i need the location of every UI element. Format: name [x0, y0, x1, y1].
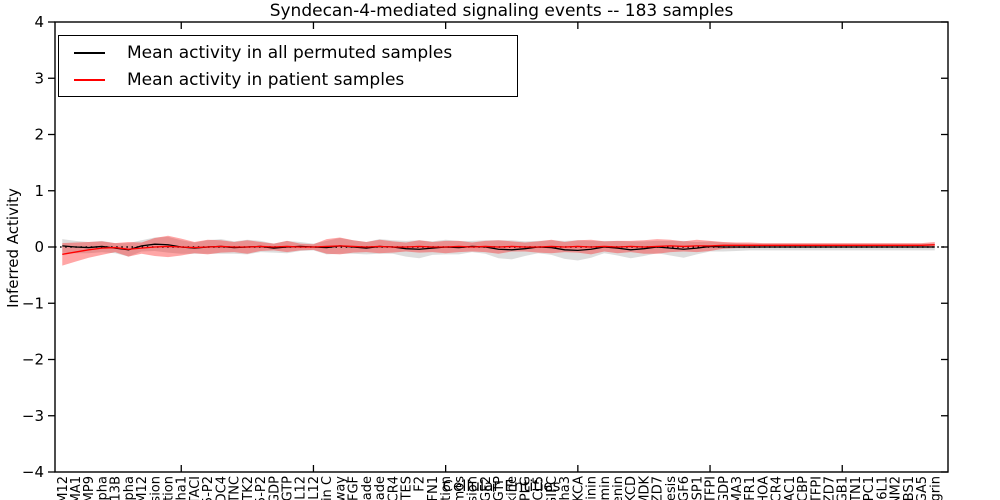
category-label: TNC	[228, 476, 243, 500]
y-tick-label: −1	[22, 294, 44, 312]
category-label: Syndecan-4/TSP1	[690, 476, 705, 500]
category-label: Syndecan-4/ADAM12	[135, 476, 150, 500]
category-label: Syndecan-4/CXCL12	[294, 476, 309, 500]
category-label: ITGB1	[836, 476, 851, 500]
y-tick-label: 4	[34, 13, 44, 31]
category-label: Syndecan-4/Syndesmos	[452, 476, 467, 500]
patient-std-band	[62, 235, 935, 266]
permuted-line-swatch	[74, 51, 105, 54]
category-label: ACTN1	[849, 476, 864, 500]
category-label: MDK	[637, 476, 652, 500]
category-label: Syndecan-4/Syntenin	[611, 476, 626, 500]
category-label: GIPC1	[862, 476, 877, 500]
y-tick-label: −4	[22, 463, 44, 481]
y-tick-label: 0	[34, 238, 44, 256]
category-label: Syndecan-4/Dynamin	[598, 476, 613, 500]
category-label: LAMA3	[730, 476, 745, 500]
category-label: THBS1	[902, 476, 917, 500]
category-label: FZD7	[823, 476, 838, 500]
category-label: CXCL12	[307, 476, 322, 500]
category-label: Rac1/GTP	[492, 476, 507, 500]
y-tick-label: −3	[22, 407, 44, 425]
category-label: Rac1/GDP	[717, 476, 732, 500]
category-label: vasculogenesis	[664, 476, 679, 500]
chart-title: Syndecan-4-mediated signaling events -- …	[269, 1, 734, 21]
category-label: Syndecan-4/RANTES	[399, 476, 414, 500]
y-tick-label: −2	[22, 351, 44, 369]
category-label: mol:PI-4-5-P2	[254, 476, 269, 500]
y-tick-label: 2	[34, 126, 44, 144]
category-label: Syndecan-4/PI-4-5-P2	[201, 476, 216, 500]
category-label: Syndecan-4/FZD7	[651, 476, 666, 500]
category-label: FGF6	[677, 476, 692, 500]
category-label: MMP9	[82, 476, 97, 500]
category-label: Syndecan-4/TACI	[188, 476, 203, 500]
category-label: Syndecan-4/Laminin alpha1	[175, 476, 190, 500]
y-tick-label: 3	[34, 69, 44, 87]
category-label: positive regulation of cell adhesion	[148, 476, 163, 500]
category-label: Syndecan-4/TFPI	[704, 476, 719, 500]
category-label: Syndecan-4/Midkine	[505, 476, 520, 500]
category-label: Syndecan-4/FGFR1/FGF	[347, 476, 362, 500]
category-label: Syndecan-4/PI-4-5-P2/PKC alpha	[122, 476, 137, 500]
patient-line-swatch	[74, 78, 105, 81]
category-label: positive regulation of MAPKKK cascade	[373, 476, 388, 500]
category-label: Syndecan-4/PKC alpha	[95, 476, 110, 500]
category-label: Syndecan-4/alpha-Actinin	[585, 476, 600, 500]
category-label: CXCR4	[770, 476, 785, 500]
legend: Mean activity in all permuted samples Me…	[58, 35, 518, 97]
category-label: alpha5/beta1 Integrin	[928, 476, 943, 500]
category-label: FGF2	[479, 476, 494, 500]
category-label: PLG	[518, 476, 533, 500]
patient-mean-line	[62, 244, 935, 255]
category-label: F2	[413, 476, 428, 492]
category-label: cell adhesion	[466, 476, 481, 500]
category-label: mol:GTP	[281, 476, 296, 500]
category-label: TFPI	[809, 476, 824, 500]
legend-label-permuted: Mean activity in all permuted samples	[127, 42, 453, 63]
category-label: PTK2	[241, 476, 256, 500]
category-label: TNFRSF13B	[109, 476, 124, 500]
x-axis-label: Cellular Entities	[442, 477, 561, 495]
category-label: Syndecan-4/CXCL12/CXCR4	[386, 476, 401, 500]
legend-item-permuted: Mean activity in all permuted samples	[59, 39, 517, 66]
legend-label-patient: Mean activity in patient samples	[127, 69, 405, 90]
category-label: mol:GDP	[267, 476, 282, 500]
category-label: LAMA1	[69, 476, 84, 500]
category-label: cell migration	[162, 476, 177, 500]
category-label: RAC1	[783, 476, 798, 500]
y-tick-label: 1	[34, 182, 44, 200]
category-label: Syndecan-4/Laminin alpha3	[558, 476, 573, 500]
category-label: Syndecan-4/Tenascin C	[320, 476, 335, 500]
category-label: cytoskeleton organization	[439, 476, 454, 500]
category-label: ADAM12	[56, 476, 71, 500]
category-label: SDCBP	[796, 476, 811, 500]
category-label: FN1	[426, 476, 441, 500]
category-label: PRKCA	[571, 476, 586, 500]
category-label: positive regulation of JNK cascade	[360, 476, 375, 500]
category-label: CCL5	[532, 476, 547, 500]
legend-item-patient: Mean activity in patient samples	[59, 66, 517, 93]
category-label: integrin-mediated signaling pathway	[333, 476, 348, 500]
category-label: NUDT16L1	[875, 476, 890, 500]
category-label: FGFR1	[743, 476, 758, 500]
category-label: ITGA5	[915, 476, 930, 500]
category-label: SDC4	[214, 476, 229, 500]
category-label: PRKCD	[624, 476, 639, 500]
category-label: RHOA	[756, 476, 771, 500]
category-label: Syndecan-4/GIPC	[545, 476, 560, 500]
category-label: DNM2	[889, 476, 904, 500]
